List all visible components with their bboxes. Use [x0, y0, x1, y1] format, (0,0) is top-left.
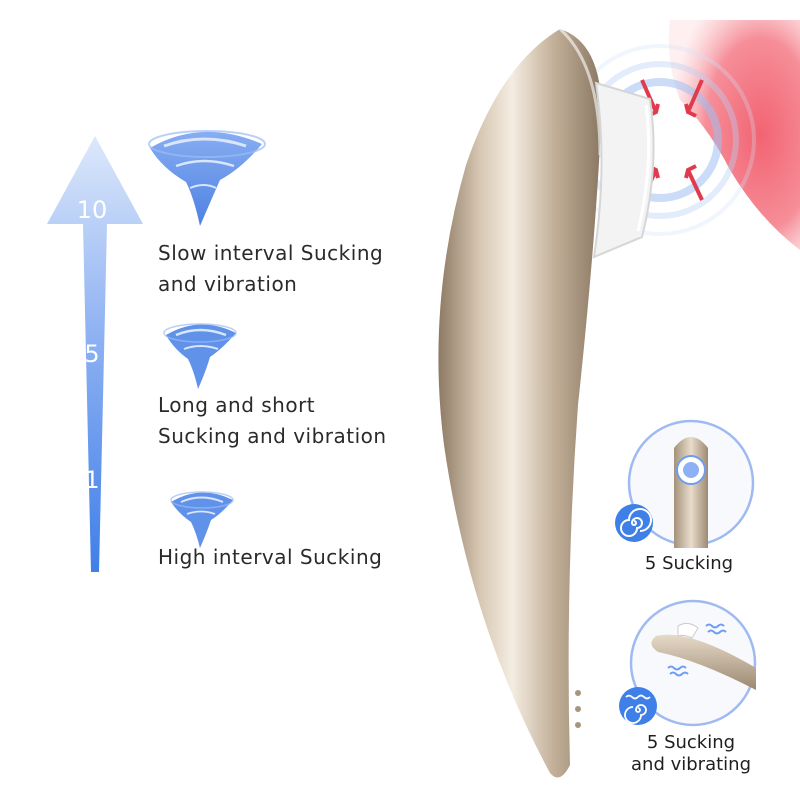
tornado-icon — [163, 323, 237, 389]
level-label-5: 5 — [84, 340, 100, 368]
intensity-arrow — [47, 136, 143, 572]
tornado-icon — [148, 130, 266, 226]
tornado-icon — [170, 491, 234, 548]
mode-description-3: High interval Sucking — [158, 545, 383, 569]
wave-spiral-icon — [619, 687, 657, 725]
spiral-icon — [615, 504, 653, 542]
inset-sucking-circle — [627, 419, 755, 548]
inset-vibrating-circle — [629, 599, 757, 727]
level-label-10: 10 — [76, 196, 108, 224]
mode-description-2: Long and short Sucking and vibration — [158, 393, 387, 448]
mode-description-1: Slow interval Sucking and vibration — [158, 241, 384, 296]
inset-caption-sucking-vibrating: 5 Sucking and vibrating — [631, 732, 751, 775]
level-label-1: 1 — [84, 466, 100, 494]
inset-caption-sucking: 5 Sucking — [644, 553, 734, 574]
device-body — [438, 27, 655, 778]
